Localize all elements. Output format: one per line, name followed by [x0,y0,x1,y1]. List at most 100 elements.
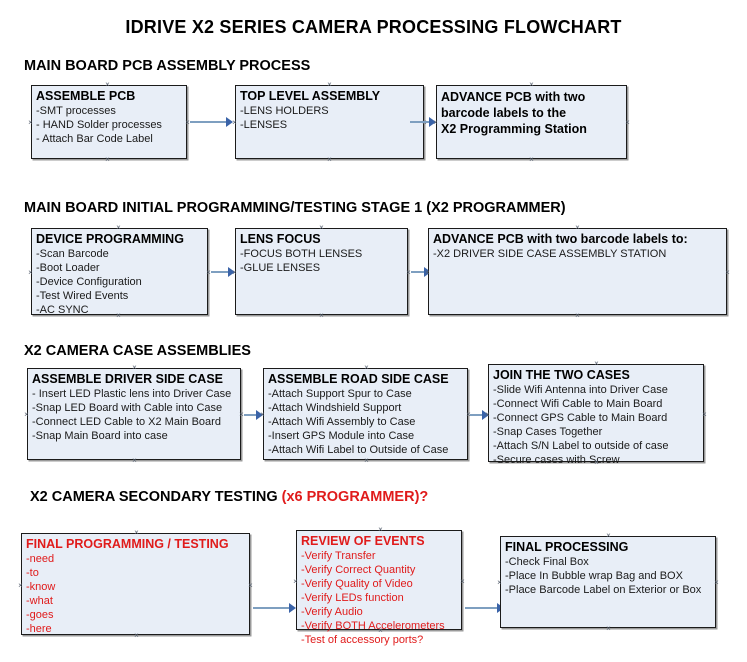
handle-x-icon [459,578,466,585]
section-heading-1: MAIN BOARD PCB ASSEMBLY PROCESS [24,58,310,74]
box-line: -LENS HOLDERS [240,105,329,117]
box-line: -Connect Wifi Cable to Main Board [493,398,663,410]
handle-x-icon [574,312,581,319]
box-line: -Boot Loader [36,262,100,274]
box-line: -Verify LEDs function [301,592,404,604]
handle-x-icon [377,526,384,533]
box-line: -Verify Audio [301,606,363,618]
box-title: JOIN THE TWO CASES [493,368,630,382]
box-device-programming[interactable]: DEVICE PROGRAMMING -Scan Barcode -Boot L… [31,228,208,316]
handle-x-icon [259,411,266,418]
box-title: ASSEMBLE PCB [36,89,136,103]
box-advance-pcb-driver-side-station[interactable]: ADVANCE PCB with two barcode labels to: … [428,228,727,315]
handle-x-icon [724,269,731,276]
box-line: -SMT processes [36,105,116,117]
box-line: -AC SYNC [36,304,89,316]
section-heading-4-accent: (x6 PROGRAMMER)? [281,489,429,505]
handle-x-icon [131,364,138,371]
box-line: -goes [26,609,54,621]
page-title: IDRIVE X2 SERIES CAMERA PROCESSING FLOWC… [125,17,622,37]
box-line: -Verify Correct Quantity [301,564,416,576]
connector-3a [244,414,262,416]
handle-x-icon [326,81,333,88]
box-lens-focus[interactable]: LENS FOCUS -FOCUS BOTH LENSES -GLUE LENS… [235,228,408,315]
box-line: -Snap Cases Together [493,426,603,438]
box-line: -X2 DRIVER SIDE CASE ASSEMBLY STATION [433,248,667,260]
handle-x-icon [528,156,535,163]
connector-4a [253,607,293,609]
box-final-programming-testing[interactable]: FINAL PROGRAMMING / TESTING -need -to -k… [21,533,250,635]
box-line: -Attach Wifi Label to Outside of Case [268,444,449,456]
handle-x-icon [713,579,720,586]
handle-x-icon [496,579,503,586]
handle-x-icon [484,411,491,418]
connector-1a [190,121,230,123]
box-line: -Device Configuration [36,276,142,288]
box-line: -need [26,553,55,565]
handle-x-icon [326,156,333,163]
box-line: -Check Final Box [505,556,589,568]
box-title: ASSEMBLE DRIVER SIDE CASE [32,372,224,386]
box-line: -Insert GPS Module into Case [268,430,415,442]
box-line: -Scan Barcode [36,248,109,260]
box-review-of-events[interactable]: REVIEW OF EVENTS -Verify Transfer -Verif… [296,530,462,646]
connector-2b [411,271,433,273]
handle-x-icon [318,312,325,319]
handle-x-icon [115,312,122,319]
connector-1b [410,121,435,123]
arrow-4a-icon [289,603,296,613]
section-heading-2-text: MAIN BOARD INITIAL PROGRAMMING/TESTING S… [24,200,566,216]
box-line: -Snap Main Board into case [32,430,168,442]
handle-x-icon [133,529,140,536]
handle-x-icon [593,360,600,367]
box-line: -know [26,581,56,593]
box-line: -Secure cases with Screw [493,454,620,466]
handle-x-icon [104,156,111,163]
box-line: -Connect GPS Cable to Main Board [493,412,668,424]
handle-x-icon [574,224,581,231]
box-assemble-road-side-case[interactable]: ASSEMBLE ROAD SIDE CASE -Attach Support … [263,368,468,460]
handle-x-icon [363,364,370,371]
handle-x-icon [528,81,535,88]
handle-x-icon [17,582,24,589]
connector-4b [465,607,503,609]
box-line: -Verify BOTH Accelerometers [301,620,445,632]
box-line-overflow: -Test of accessory ports? [301,634,424,646]
box-join-the-two-cases[interactable]: JOIN THE TWO CASES -Slide Wifi Antenna i… [488,364,704,466]
box-line: -Slide Wifi Antenna into Driver Case [493,384,668,396]
box-advance-pcb-programming-station[interactable]: ADVANCE PCB with two barcode labels to t… [436,85,627,159]
handle-x-icon [115,224,122,231]
box-line: -Test Wired Events [36,290,129,302]
handle-x-icon [292,578,299,585]
handle-x-icon [605,532,612,539]
section-heading-3: X2 CAMERA CASE ASSEMBLIES [24,343,251,359]
box-line: -what [26,595,53,607]
box-title-line2: barcode labels to the [441,106,567,120]
handle-x-icon [231,119,238,126]
box-final-processing[interactable]: FINAL PROCESSING -Check Final Box -Place… [500,536,716,628]
section-heading-3-text: X2 CAMERA CASE ASSEMBLIES [24,343,251,359]
box-assemble-driver-side-case[interactable]: ASSEMBLE DRIVER SIDE CASE - Insert LED P… [27,368,241,460]
handle-x-icon [231,269,238,276]
box-title: DEVICE PROGRAMMING [36,232,184,246]
handle-x-icon [104,81,111,88]
box-top-level-assembly[interactable]: TOP LEVEL ASSEMBLY -LENS HOLDERS -LENSES [235,85,424,159]
box-line: -Place Barcode Label on Exterior or Box [505,584,702,596]
section-heading-2: MAIN BOARD INITIAL PROGRAMMING/TESTING S… [24,200,566,216]
box-line: -Attach Wifi Assembly to Case [268,416,416,428]
box-line: -Connect LED Cable to X2 Main Board [32,416,221,428]
box-line: -LENSES [240,119,288,131]
box-line: -Attach Windshield Support [268,402,402,414]
arrow-1a-icon [226,117,233,127]
handle-x-icon [133,632,140,639]
box-assemble-pcb[interactable]: ASSEMBLE PCB -SMT processes - HAND Solde… [31,85,187,159]
handle-x-icon [605,625,612,632]
box-line: -to [26,567,39,579]
section-heading-4: X2 CAMERA SECONDARY TESTING (x6 PROGRAMM… [30,489,428,505]
box-line: - Insert LED Plastic lens into Driver Ca… [32,388,232,400]
box-line: - HAND Solder processes [36,119,162,131]
box-title: ASSEMBLE ROAD SIDE CASE [268,372,449,386]
handle-x-icon [23,411,30,418]
handle-x-icon [27,119,34,126]
